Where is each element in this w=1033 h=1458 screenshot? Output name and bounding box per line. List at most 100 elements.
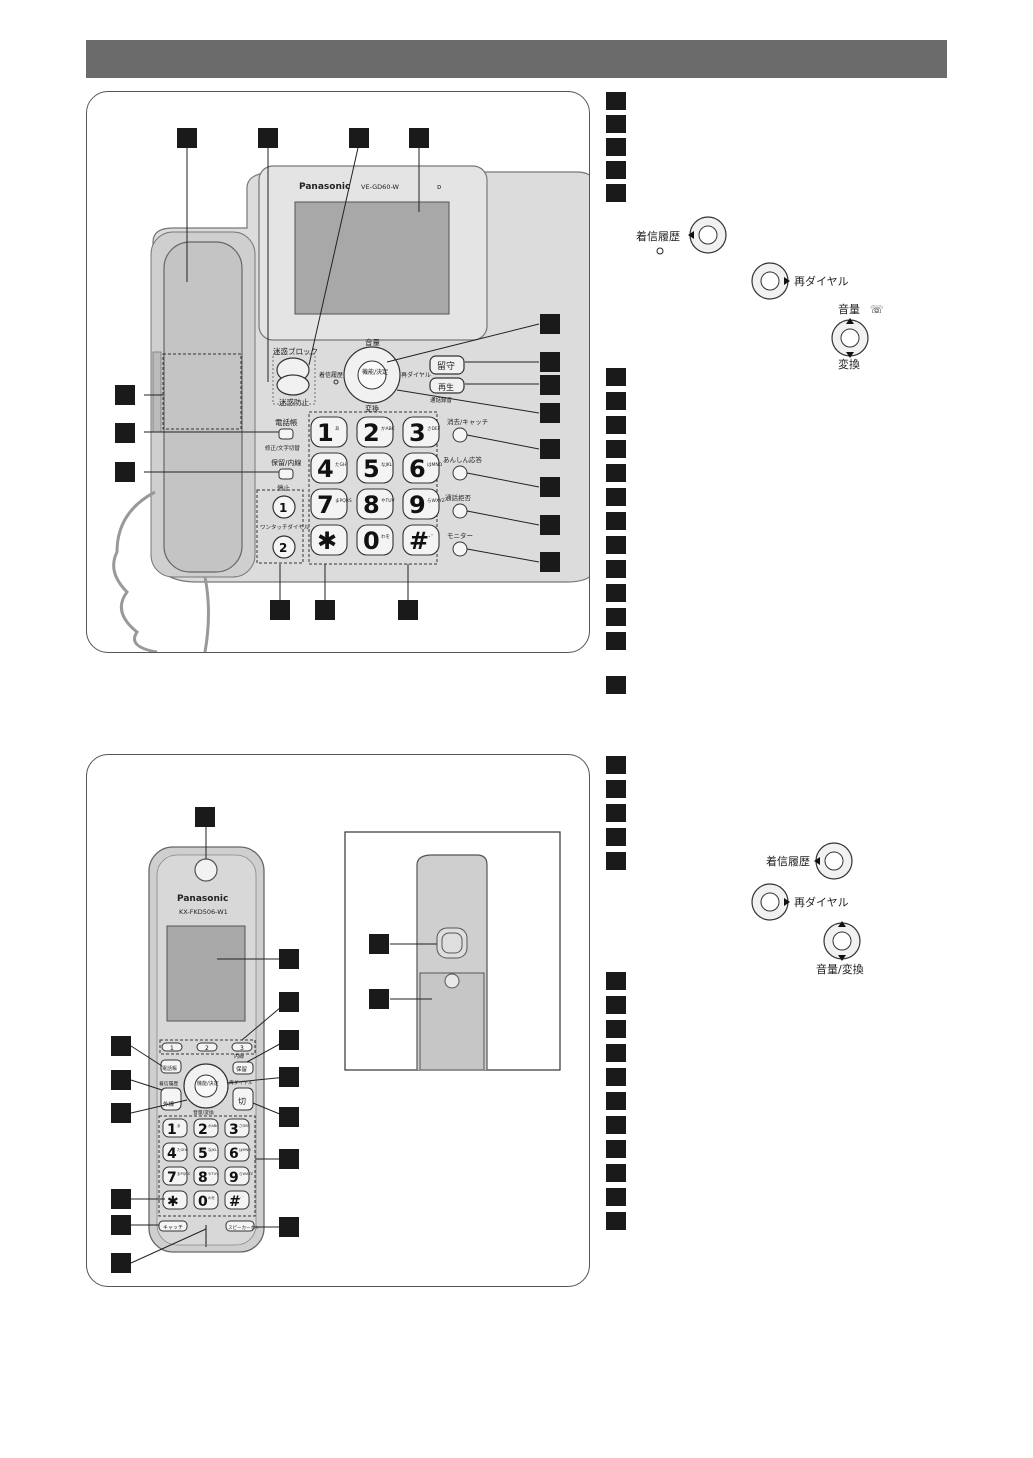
battery-cover-latch bbox=[444, 973, 460, 989]
base-key-label: # bbox=[409, 527, 429, 555]
handset-key-sublabel: わを bbox=[208, 1195, 215, 1200]
handset-key-label: 2 bbox=[198, 1122, 208, 1138]
base-key-12[interactable] bbox=[402, 524, 440, 556]
soft-key-1[interactable] bbox=[161, 1042, 183, 1052]
play-button[interactable] bbox=[429, 377, 465, 394]
history-label: 着信履歴 bbox=[319, 371, 343, 379]
handset-key-sublabel: らWXYZ bbox=[239, 1171, 253, 1176]
onetouch-dashed-area bbox=[256, 489, 304, 564]
volume-label: 音量 bbox=[365, 337, 380, 347]
handset-redial-label: 再ダイヤル bbox=[229, 1079, 253, 1086]
handset-key-label: 7 bbox=[167, 1170, 177, 1186]
clear-button[interactable] bbox=[452, 427, 468, 443]
prevent-button[interactable] bbox=[276, 374, 310, 396]
handset-key-label: ✱ bbox=[167, 1194, 179, 1210]
monitor-button[interactable] bbox=[452, 541, 468, 557]
handset-volconv-label: 音量/変換 bbox=[193, 1109, 214, 1116]
base-key-1[interactable] bbox=[310, 416, 348, 448]
convert-label: 変換 bbox=[365, 404, 379, 413]
handset-key-8[interactable] bbox=[193, 1166, 219, 1186]
legend-volume-label: 音量 bbox=[838, 302, 860, 316]
base-key-label: 7 bbox=[317, 491, 334, 519]
base-key-sublabel: ・ﾟ bbox=[427, 533, 434, 540]
base-key-sublabel: やTUV bbox=[381, 497, 396, 504]
legend-down-arrow-icon bbox=[846, 352, 854, 358]
base-key-11[interactable] bbox=[356, 524, 394, 556]
legend-right-arrow-icon bbox=[784, 277, 790, 285]
soft-key-3[interactable] bbox=[231, 1042, 253, 1052]
base-key-3[interactable] bbox=[402, 416, 440, 448]
handset-key-6[interactable] bbox=[224, 1142, 250, 1162]
monitor-label: モニター bbox=[447, 531, 473, 540]
handset-key-1[interactable] bbox=[162, 1118, 188, 1138]
base-key-2[interactable] bbox=[356, 416, 394, 448]
onetouch-key-1-label: 1 bbox=[279, 501, 287, 515]
onetouch-key-2[interactable] bbox=[272, 535, 296, 559]
enter-button[interactable] bbox=[357, 360, 387, 390]
handset-catch-button[interactable] bbox=[158, 1220, 188, 1232]
clear-label: 消去/キャッチ bbox=[447, 417, 488, 426]
soft-key-2[interactable] bbox=[196, 1042, 218, 1052]
handset-key-3[interactable] bbox=[224, 1118, 250, 1138]
handset-key-sublabel: かABC bbox=[208, 1123, 219, 1128]
anshin-button[interactable] bbox=[452, 465, 468, 481]
handset-key-4[interactable] bbox=[162, 1142, 188, 1162]
base-key-10[interactable] bbox=[310, 524, 348, 556]
legend-markers-1 bbox=[606, 92, 626, 694]
base-key-6[interactable] bbox=[402, 452, 440, 484]
phonebook-button[interactable] bbox=[278, 428, 294, 440]
handset-key-9[interactable] bbox=[224, 1166, 250, 1186]
base-key-4[interactable] bbox=[310, 452, 348, 484]
handset-naisen-label: 内線 bbox=[234, 1053, 244, 1060]
handset-key-sublabel: あ bbox=[177, 1123, 181, 1128]
reject-button[interactable] bbox=[452, 503, 468, 519]
anshin-label: あんしん応答 bbox=[443, 455, 483, 464]
legend2-history-label: 着信履歴 bbox=[766, 854, 810, 868]
correct-label: 修正/文字切替 bbox=[265, 444, 300, 452]
handset-key-12[interactable] bbox=[224, 1190, 250, 1210]
callout-markers bbox=[115, 128, 560, 620]
handset-key-11[interactable] bbox=[193, 1190, 219, 1210]
stop-label: 停止 bbox=[277, 483, 291, 492]
handset-key-10[interactable] bbox=[162, 1190, 188, 1210]
corded-handset[interactable] bbox=[163, 241, 243, 573]
handset-dashed-area bbox=[162, 353, 242, 430]
legend2-redial-label: 再ダイヤル bbox=[794, 895, 849, 909]
handset-key-5[interactable] bbox=[193, 1142, 219, 1162]
base-key-label: 4 bbox=[317, 455, 334, 483]
base-key-8[interactable] bbox=[356, 488, 394, 520]
hold-button[interactable] bbox=[278, 468, 294, 480]
base-key-label: 1 bbox=[317, 419, 334, 447]
legend2-down-arrow-icon bbox=[838, 955, 846, 961]
handset-key-label: 9 bbox=[229, 1170, 239, 1186]
handset-brand: Panasonic bbox=[177, 894, 228, 904]
handset-hold-button[interactable] bbox=[232, 1061, 254, 1075]
handset-phonebook-label: 電話帳 bbox=[162, 1065, 177, 1072]
handset-key-label: 0 bbox=[198, 1194, 208, 1210]
handset-cord bbox=[203, 576, 210, 652]
onetouch-label: ワンタッチダイヤル bbox=[260, 523, 310, 531]
softkey-dashed-area bbox=[159, 1039, 256, 1055]
onetouch-key-1[interactable] bbox=[272, 495, 296, 519]
rusu-button[interactable] bbox=[429, 355, 465, 375]
handset-speaker-button[interactable] bbox=[225, 1220, 255, 1232]
handset-enter-button[interactable] bbox=[194, 1074, 218, 1098]
handset-key-7[interactable] bbox=[162, 1166, 188, 1186]
base-model: VE-GD60-W bbox=[361, 183, 400, 191]
handset-off-button[interactable] bbox=[232, 1087, 254, 1111]
base-key-5[interactable] bbox=[356, 452, 394, 484]
handset-off-label: 切 bbox=[238, 1097, 246, 1106]
base-unit-panel: Panasonic VE-GD60-W ᴅ 迷惑ブロック 迷惑防止 音量 着信履… bbox=[86, 91, 590, 653]
handset-model: KX-FKD506-W1 bbox=[179, 908, 228, 916]
handset-phonebook-button[interactable] bbox=[160, 1059, 182, 1074]
legend-nav-history-center bbox=[698, 225, 718, 245]
handset-enter-label: 機能/決定 bbox=[197, 1080, 219, 1087]
section-header-bar bbox=[86, 40, 947, 78]
base-key-sublabel: まPQRS bbox=[335, 498, 352, 504]
handset-key-2[interactable] bbox=[193, 1118, 219, 1138]
legend2-nav-history-center bbox=[824, 851, 844, 871]
base-key-9[interactable] bbox=[402, 488, 440, 520]
base-key-7[interactable] bbox=[310, 488, 348, 520]
